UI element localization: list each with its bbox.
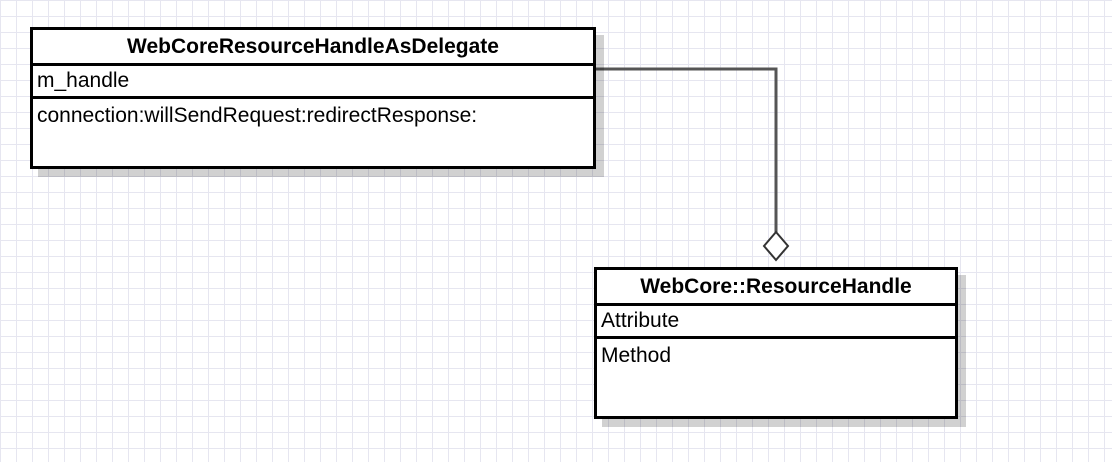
class-methods: connection:willSendRequest:redirectRespo…: [37, 104, 478, 127]
connector-line: [596, 67, 778, 232]
class-attributes: Attribute: [597, 306, 955, 339]
aggregation-diamond-icon: [762, 230, 790, 262]
class-box-resource-handle[interactable]: WebCore::ResourceHandle Attribute Method: [594, 267, 958, 419]
class-box-delegate[interactable]: WebCoreResourceHandleAsDelegate m_handle…: [30, 27, 596, 169]
class-methods: Method: [601, 344, 672, 367]
class-attributes: m_handle: [33, 66, 593, 99]
class-name: WebCoreResourceHandleAsDelegate: [33, 30, 593, 66]
class-name: WebCore::ResourceHandle: [597, 270, 955, 306]
